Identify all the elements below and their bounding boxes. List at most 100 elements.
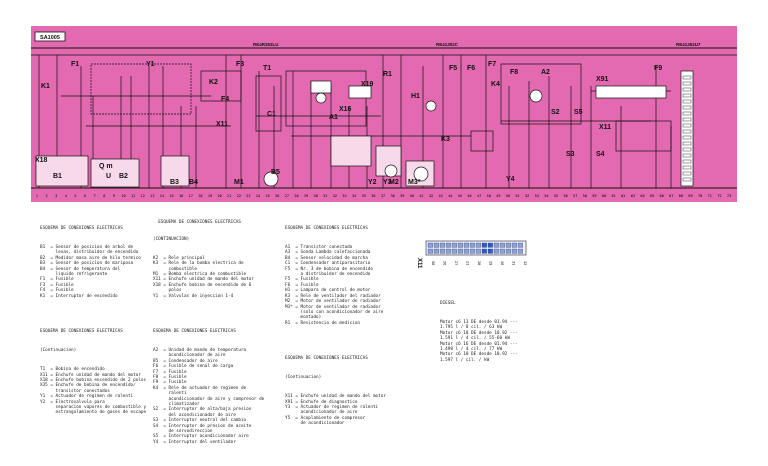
legend-entry: Y1 = Valvulas de inyeccion 1-4 — [153, 293, 234, 299]
legend-entry: levas, distribuidor de encendido — [40, 250, 139, 256]
legend-entry: M1 = Bomba electrica de combustible — [153, 272, 247, 278]
legend-entry: X11 = Enchufe unidad de mando del motor — [153, 277, 254, 283]
legend-entry: (solo con acondicionador de aire — [285, 309, 384, 315]
x11-connector-stripes — [682, 75, 692, 182]
pin-number: 50 — [506, 194, 510, 198]
legend-subtitle: (CONTINUACION) — [153, 236, 190, 242]
pin-cell — [475, 242, 481, 248]
legend-title: ESQUEMA DE CONEXIONES ELECTRICAS — [158, 220, 241, 226]
legend-entry: X11 = Enchufe unidad de mando del motor — [40, 372, 141, 378]
component-label-c1: C1 — [267, 111, 276, 118]
pin-cell — [481, 248, 487, 254]
component-label-s5: S5 — [574, 109, 583, 116]
legend-entry: X11 = Enchufe unidad de mando del motor — [285, 394, 386, 400]
pin-number: 45 — [458, 194, 462, 198]
component-label-u: U — [106, 173, 111, 180]
pin-cell — [487, 248, 493, 254]
legend-entry: B2 = Medidor masa aire de hilo termico — [40, 255, 141, 261]
legend-entry: de servodireccion — [153, 429, 213, 435]
pin-connector-number: 27 — [454, 261, 458, 265]
component-label-s4: S4 — [596, 151, 605, 158]
diagram-code-box — [34, 31, 66, 42]
component-label-y3: Y3 — [383, 179, 392, 186]
pin-number: 62 — [621, 194, 625, 198]
legend-entry: liquido refrigerante — [40, 272, 108, 278]
pin-connector-number: 21 — [466, 261, 470, 265]
component-label-m1: M1 — [234, 179, 244, 186]
pin-number: 52 — [525, 194, 529, 198]
legend-entry: X18 = Enchufe bobina de encendido de 6 — [153, 282, 252, 288]
pin-number: 47 — [477, 194, 481, 198]
legend-entry: separacion vapores de combustible y — [40, 405, 147, 410]
pin-number: 36 — [371, 194, 375, 198]
legend-entry: A2 = Unidad de mando de temperatura — [153, 347, 247, 353]
pin-cell — [451, 242, 457, 248]
component-label-y1: Y1 — [146, 61, 155, 68]
component-label-a1: A1 — [329, 114, 338, 121]
component-label-x91: X91 — [596, 76, 609, 83]
pin-number: 21 — [227, 194, 231, 198]
component-label-f7: F7 — [488, 61, 496, 68]
component-label-k4: K4 — [491, 81, 500, 88]
component-label-x11: X11 — [599, 124, 611, 131]
legend-entry: K2 = Rele principal — [153, 255, 205, 261]
legend-entry: C1 = Condensador antiparasitario — [285, 261, 371, 267]
component-boxes — [35, 63, 694, 188]
pin-number: 8 — [103, 194, 105, 198]
pin-cell — [505, 248, 511, 254]
legend-entry: S3 = Interruptor neutral del cambio — [153, 418, 247, 424]
legend-entry: climatizador — [153, 402, 200, 407]
pin-cell — [439, 248, 445, 254]
pin-number: 28 — [294, 194, 298, 198]
pin-number: 53 — [535, 194, 539, 198]
legend-entry: Motor c6 16 DE desde 01.94 --- — [440, 341, 518, 347]
legend-column-1: ESQUEMA DE CONEXIONES ELECTRICAS B1 = Se… — [40, 215, 146, 421]
pin-number: 4 — [65, 194, 67, 198]
pin-number: 29 — [304, 194, 308, 198]
legend-entry: A1 = Transistor conectado — [285, 245, 353, 251]
component-label-h1: H1 — [411, 93, 420, 100]
pin-number: 54 — [544, 194, 548, 198]
pin-number: 2 — [46, 194, 48, 198]
legend-entry: F5 = Fusible — [285, 277, 319, 283]
legend-entry: transistor conectados — [40, 388, 110, 394]
pin-number: 69 — [688, 194, 692, 198]
legend-entry: K4 = Rele de actuador de regimen de — [153, 385, 247, 391]
legend-entry: F6 = Fusible de senal de carga — [153, 364, 234, 370]
legend-entry: estrangulamiento de gases de escape — [40, 410, 147, 416]
pin-number: 38 — [390, 194, 394, 198]
pin-number: 10 — [121, 194, 125, 198]
component-label-f4: F4 — [221, 96, 229, 103]
legend-entry: B5 = Condensador de aire — [153, 358, 218, 364]
pin-cell — [427, 242, 433, 248]
pin-cell — [439, 242, 445, 248]
pin-number: 9 — [113, 194, 115, 198]
component-label-k3: K3 — [441, 136, 450, 143]
legend-entry: Y5 = Acoplamiento de compresor — [285, 415, 366, 421]
component-label-t1: T1 — [263, 65, 271, 72]
component-label-f6: F6 — [467, 65, 475, 72]
ground-label-1: RE4R353LU — [253, 42, 279, 47]
legend-entry: del acondicionador de aire — [153, 412, 236, 418]
pin-number: 32 — [333, 194, 337, 198]
pin-cell — [433, 248, 439, 254]
legend-entry: S5 = Interruptor acondicionador aire — [153, 434, 249, 440]
pin-cell — [445, 248, 451, 254]
legend-entry: F6 = Fusible — [285, 282, 319, 288]
pin-number: 25 — [266, 194, 270, 198]
legend-entry: montado) — [285, 315, 322, 321]
legend-entry: X18 = Enchufe bobina encendido de 2 polo… — [40, 377, 147, 383]
legend-entry: X91 = Enchufe de diagnostico — [285, 399, 358, 405]
pin-number: 46 — [467, 194, 471, 198]
legend-entry: F5 = Nr. 3 de bobina de encendido — [285, 266, 373, 272]
legend-entry: M2 = Motor de ventilador de radiador — [285, 299, 381, 305]
pin-number: 58 — [583, 194, 587, 198]
wiring-diagram-svg: SA1005 RE4R353LU RE41302C RE41352U7 — [31, 31, 737, 198]
legend-column-4: DIESEL Motor c6 13 DE desde 01.94 ---1.7… — [440, 290, 518, 369]
component-label-y2: Y2 — [368, 179, 377, 186]
pin-number: 20 — [217, 194, 221, 198]
pin-number: 1 — [36, 194, 38, 198]
pin-number: 48 — [487, 194, 491, 198]
legend-entry: ralenti — [153, 391, 187, 397]
legend-entry: B3 = Sensor de posicion de mariposa — [40, 261, 134, 267]
